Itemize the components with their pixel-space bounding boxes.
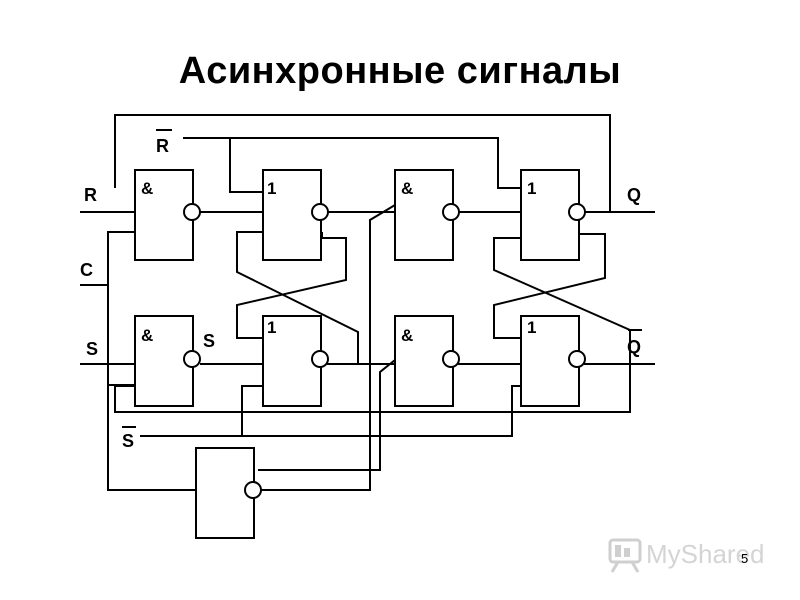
slide-title: Асинхронные сигналы (178, 50, 622, 92)
gate-symbol: & (401, 326, 413, 345)
wire-cross-right-a (493, 237, 631, 364)
wire-r-bar (183, 137, 521, 189)
projector-icon (608, 538, 642, 573)
label-q-bar: Q (627, 337, 641, 357)
gate-symbol: 1 (527, 179, 536, 198)
inverter-bubble (568, 350, 586, 368)
gate-and-1: & (134, 169, 201, 261)
wire-cross-left-a (236, 231, 359, 364)
wire-c-clock (80, 284, 198, 491)
inverter-bubble (183, 350, 201, 368)
wire-r-bar-drop (229, 138, 263, 193)
gate-symbol: & (141, 179, 153, 198)
gate-clock-inverter (195, 447, 262, 539)
wire-s-bar (140, 385, 521, 437)
inverter-bubble (183, 203, 201, 221)
watermark-text: MyShared (646, 539, 765, 569)
gate-symbol: & (401, 179, 413, 198)
gate-and-3: & (394, 169, 460, 261)
inverter-bubble (442, 350, 460, 368)
gate-or-2: 1 (262, 169, 329, 261)
gate-or-6: 1 (262, 315, 329, 407)
wire-q-bar-feedback (114, 364, 631, 413)
wire-s-bar-g6 (241, 385, 263, 436)
gate-symbol: 1 (267, 179, 276, 198)
wire-clock-g1 (107, 231, 135, 386)
label-r-bar: R (156, 136, 169, 156)
gate-symbol: 1 (267, 318, 276, 337)
label-r: R (84, 185, 97, 205)
wire-clk-g3-a (258, 204, 396, 491)
label-c: C (80, 260, 93, 280)
watermark: MyShared (608, 538, 765, 573)
gate-symbol: 1 (527, 318, 536, 337)
wires (80, 114, 655, 491)
wire-q-feedback (114, 114, 611, 212)
gate-and-5: & (134, 315, 201, 407)
inverter-bubble (311, 203, 329, 221)
inverter-bubble (311, 350, 329, 368)
inverter-bubble (442, 203, 460, 221)
gate-and-7: & (394, 315, 460, 407)
gate-symbol: & (141, 326, 153, 345)
label-s: S (86, 339, 98, 359)
page-number: 5 (741, 551, 748, 566)
inverter-bubble (244, 481, 262, 499)
inverter-bubble (568, 203, 586, 221)
gate-or-4: 1 (520, 169, 586, 261)
label-s-bar: S (122, 431, 134, 451)
wire-clk-g3-b (258, 359, 396, 471)
gate-or-8: 1 (520, 315, 586, 407)
label-q: Q (627, 185, 641, 205)
label-s-internal: S (203, 331, 215, 351)
wire-cross-right-b (493, 233, 606, 339)
